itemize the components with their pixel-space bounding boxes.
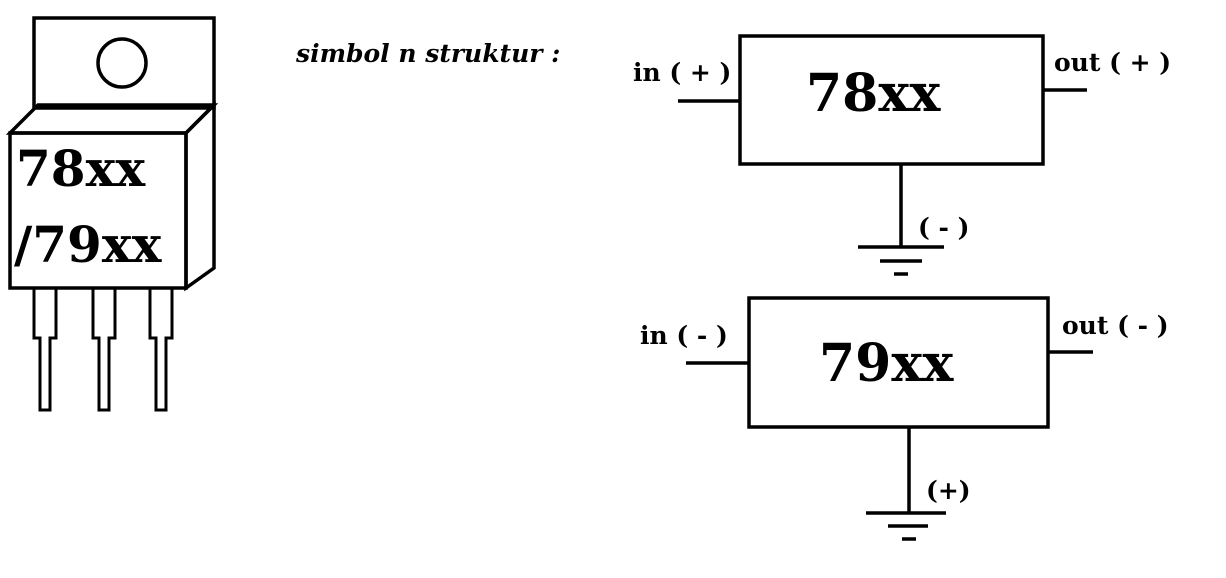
package-body bbox=[8, 131, 188, 290]
package-tab bbox=[32, 16, 216, 110]
reg-78xx-in-label: in ( + ) bbox=[633, 58, 731, 87]
reg-78xx-out-label: out ( + ) bbox=[1054, 48, 1171, 77]
package-label-line1: 78xx bbox=[16, 139, 146, 198]
reg-79xx-in-label: in ( - ) bbox=[640, 321, 728, 350]
package-label-line2: /79xx bbox=[14, 215, 163, 274]
package-pins bbox=[32, 288, 174, 412]
mounting-hole bbox=[96, 37, 148, 89]
pin-1 bbox=[32, 288, 58, 412]
reg-78xx-symbol: 78xx in ( + ) out ( + ) ( - ) bbox=[633, 34, 1171, 276]
to220-package: 78xx /79xx bbox=[5, 16, 219, 412]
reg-78xx-name: 78xx bbox=[806, 63, 941, 124]
diagram-title: simbol n struktur : bbox=[295, 39, 560, 68]
reg-79xx-ground-icon bbox=[866, 511, 946, 541]
reg-79xx-symbol: 79xx in ( - ) out ( - ) (+) bbox=[640, 296, 1169, 541]
reg-79xx-name: 79xx bbox=[819, 333, 954, 394]
reg-79xx-out-label: out ( - ) bbox=[1062, 311, 1169, 340]
reg-79xx-gnd-label: (+) bbox=[926, 476, 971, 505]
package-side-face bbox=[184, 100, 216, 292]
reg-78xx-ground-icon bbox=[858, 245, 944, 276]
pin-2 bbox=[91, 288, 117, 412]
reg-78xx-gnd-label: ( - ) bbox=[918, 213, 969, 242]
pin-3 bbox=[148, 288, 174, 412]
